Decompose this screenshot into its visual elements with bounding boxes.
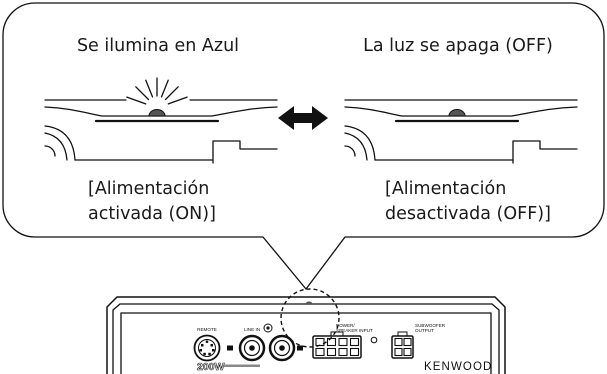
off-state-caption-line2: desactivada (OFF)] <box>385 204 551 224</box>
off-state-status: La luz se apaga (OFF) <box>363 36 553 56</box>
rca-jack-ring <box>243 339 261 357</box>
subwoofer-output-label-line2: OUTPUT <box>415 328 434 333</box>
ground-terminal <box>263 323 273 333</box>
knob-detail <box>344 145 356 157</box>
led-dome <box>148 109 166 117</box>
remote-pin <box>210 344 213 347</box>
fine-print-mark <box>224 364 260 367</box>
front-panel-frame <box>120 312 492 374</box>
subwoofer-output-label-line1: SUBWOOFER <box>415 323 446 328</box>
light-ray <box>135 86 150 101</box>
rca-jack-pin <box>279 345 285 351</box>
connector-pin <box>326 337 337 347</box>
light-ray <box>145 79 154 98</box>
status-led <box>370 336 378 344</box>
light-ray <box>126 96 147 105</box>
remote-pin <box>205 340 209 343</box>
connector-pin <box>349 337 360 347</box>
connector-pin <box>338 347 348 357</box>
power-rating: 200W <box>197 361 225 373</box>
groove-line <box>344 106 578 117</box>
off-state-caption-line1: [Alimentación <box>385 179 506 199</box>
rca-jack-left <box>238 334 266 362</box>
connector-pin <box>349 347 360 357</box>
knob-outline <box>44 125 76 161</box>
dashed-circle-icon <box>280 288 340 348</box>
light-ray <box>164 86 179 101</box>
remote-pin <box>208 352 211 356</box>
remote-port-inner <box>198 339 216 357</box>
led-closeup-on <box>44 77 278 164</box>
left-channel-marker <box>227 345 233 351</box>
rca-jack-right <box>268 334 296 362</box>
led-dome <box>448 109 466 117</box>
double-arrow-icon <box>278 106 328 130</box>
right-channel-marker <box>297 345 303 351</box>
ground-terminal-center <box>266 326 270 330</box>
rca-jack-ring <box>273 339 291 357</box>
knob-outline <box>344 125 376 161</box>
terminal-step <box>212 140 278 164</box>
power-input-label-line1: POWER/ <box>336 323 355 328</box>
remote-pin <box>201 344 204 347</box>
on-state-status: Se ilumina en Azul <box>77 36 239 56</box>
remote-pin <box>212 349 215 352</box>
top-led <box>305 301 313 304</box>
connector-pin <box>403 337 412 347</box>
connector-pin <box>403 347 412 357</box>
light-rays-icon <box>126 77 188 105</box>
connector-pin <box>394 347 403 357</box>
led-closeup-off <box>344 99 578 164</box>
power-input-label-line2: SPEAKER INPUT <box>336 328 373 333</box>
connector-pin <box>315 347 325 357</box>
knob-detail <box>44 145 56 157</box>
on-state-caption-line1: [Alimentación <box>88 179 209 199</box>
connector-pin <box>326 347 337 357</box>
groove-line <box>44 106 278 117</box>
light-ray <box>167 96 188 105</box>
connector-pin <box>315 337 325 347</box>
brand-logo: KENWOOD <box>424 361 492 373</box>
terminal-step <box>512 140 578 164</box>
line-in-label: LINE IN <box>244 327 260 332</box>
power-input-connector <box>312 331 362 359</box>
remote-connector <box>193 334 221 362</box>
amplifier-unit: REMOTE LINE IN <box>106 296 506 374</box>
rca-jack-pin <box>249 345 255 351</box>
connector-pin <box>394 337 403 347</box>
remote-pin <box>203 352 206 356</box>
remote-pin <box>199 349 202 352</box>
subwoofer-output-connector <box>391 331 414 359</box>
light-ray <box>160 79 169 98</box>
callout-bubble <box>2 2 605 290</box>
on-state-caption-line2: activada (ON)] <box>88 204 216 224</box>
connector-pin <box>338 337 348 347</box>
remote-label: REMOTE <box>197 327 217 332</box>
